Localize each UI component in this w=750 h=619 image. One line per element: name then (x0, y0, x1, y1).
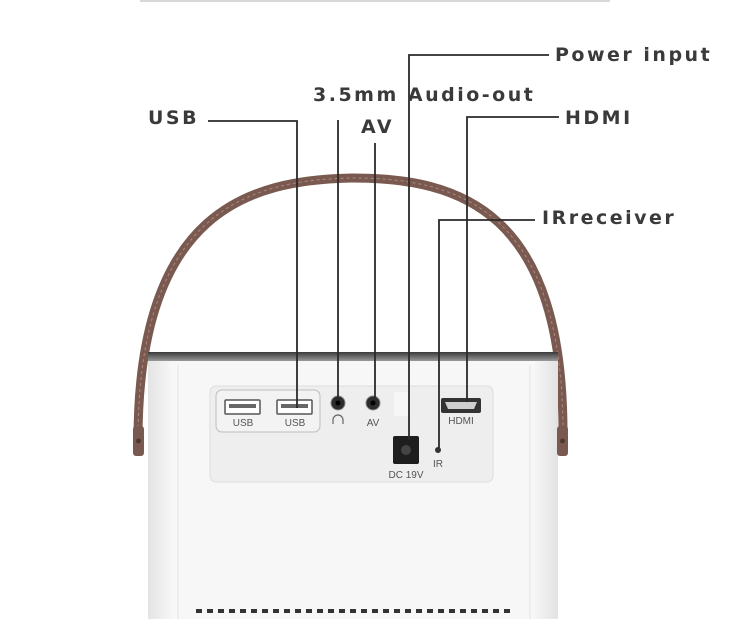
usb-port-1-label: USB (233, 418, 254, 429)
handle-screw-right (560, 438, 565, 444)
leader-usb (208, 120, 298, 408)
dc-power-port-pin (401, 445, 411, 455)
av-jack-hole (370, 400, 376, 406)
usb-port-2-label: USB (285, 418, 306, 429)
callout-hdmi: HDMI (565, 107, 633, 129)
leader-ir-receiver (438, 219, 535, 448)
audio-jack-hole (335, 400, 341, 406)
dc-port-label: DC 19V (388, 470, 423, 481)
callout-audio-out: 3.5mm Audio-out (313, 84, 536, 106)
leader-hdmi (466, 116, 559, 402)
usb-port-2-tongue (281, 404, 308, 408)
leader-lines (208, 54, 559, 448)
callout-power-input: Power input (555, 44, 713, 66)
leader-power-input (408, 54, 549, 440)
callout-usb: USB (148, 107, 200, 129)
top-edge-artifact (140, 0, 610, 2)
handle-screw-left (136, 438, 141, 444)
callout-av: AV (361, 116, 395, 138)
headphone-icon (332, 414, 344, 424)
hdmi-port-label: HDMI (448, 416, 474, 427)
handle-strap-stitch (137, 177, 564, 441)
ir-label: IR (433, 459, 443, 470)
panel-vent (394, 392, 410, 416)
device-top-edge (148, 352, 558, 361)
hdmi-port-opening (445, 402, 477, 409)
usb-port-1-tongue (229, 404, 256, 408)
av-jack-label: AV (367, 418, 380, 429)
ir-receiver (435, 447, 441, 453)
callout-ir-receiver: IRreceiver (542, 207, 677, 229)
